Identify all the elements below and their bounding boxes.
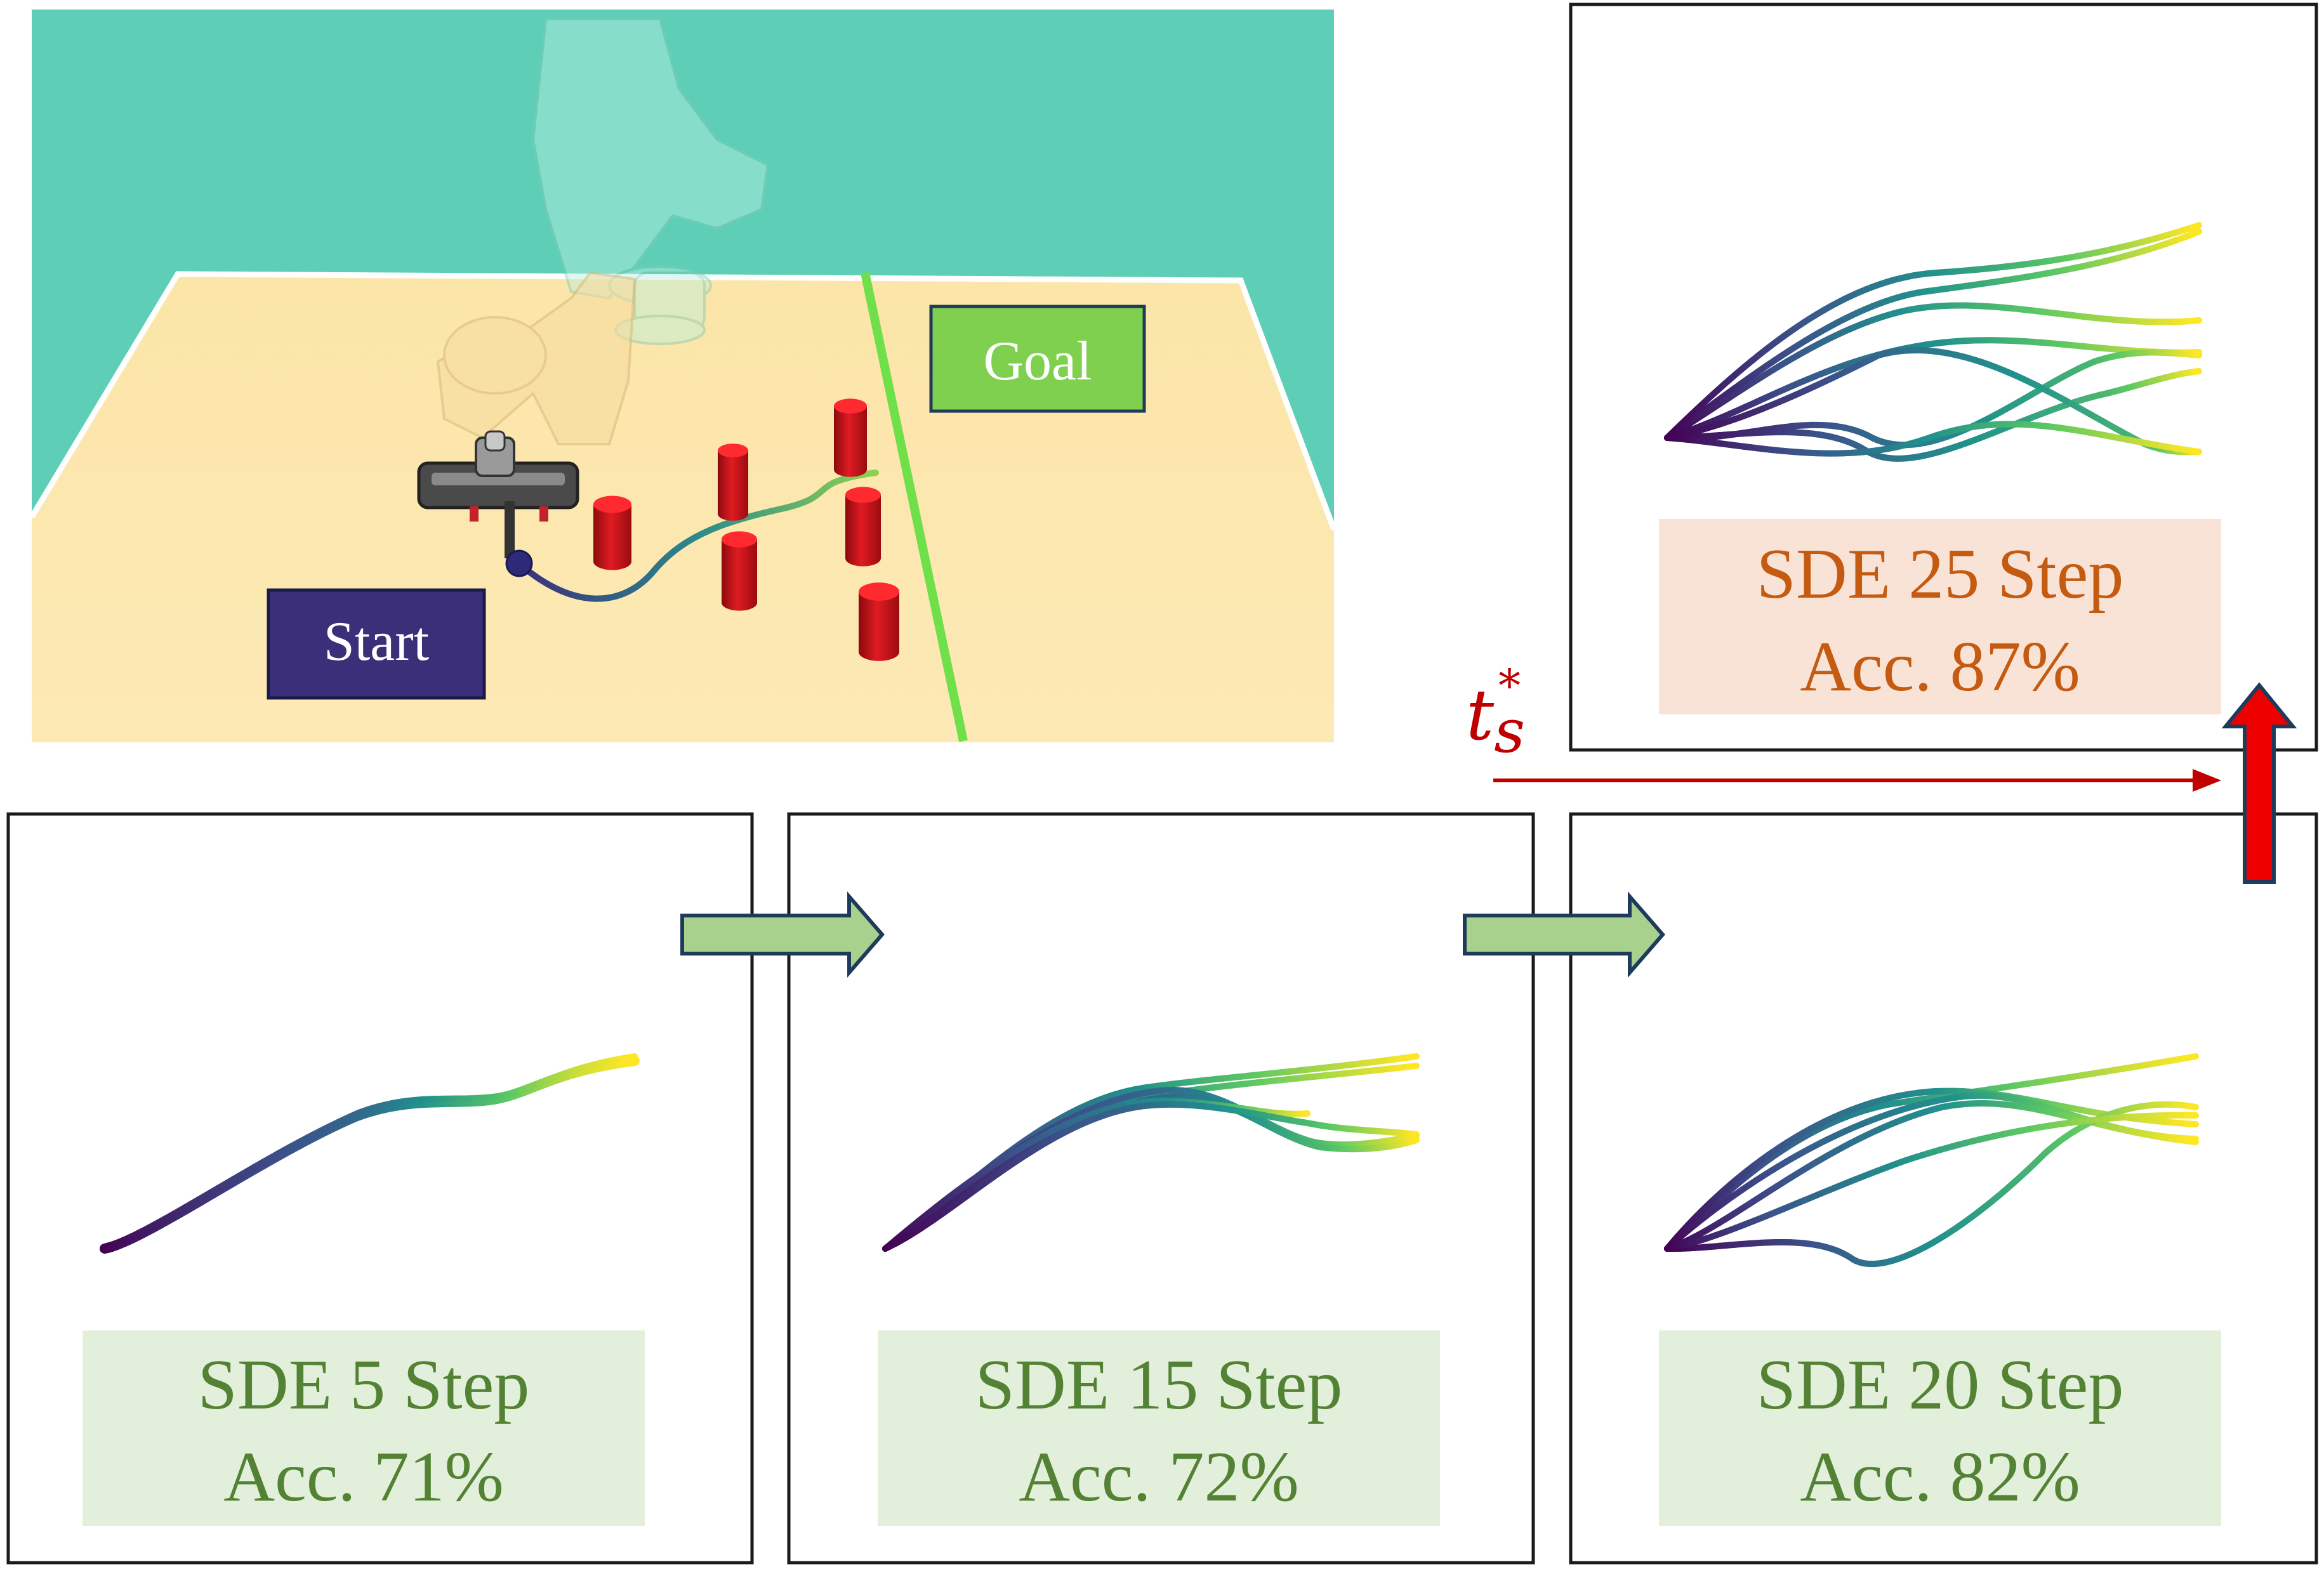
caption-box: [1659, 519, 2221, 714]
ts-symbol: ts*: [1466, 660, 1525, 766]
trajectory-plot-5-step: [100, 1053, 640, 1254]
obstacle-top: [722, 531, 757, 548]
obstacle-cylinder: [722, 539, 757, 611]
trajectory-segment: [2188, 317, 2202, 324]
caption-title: SDE 15 Step: [975, 1346, 1343, 1424]
flow-arrow-5-to-15: [680, 891, 885, 978]
table-edge: [29, 271, 1337, 531]
caption-5-step: SDE 5 Step Acc. 71%: [83, 1330, 645, 1526]
caption-title: SDE 5 Step: [198, 1346, 530, 1424]
caption-20-step: SDE 20 Step Acc. 82%: [1659, 1330, 2221, 1526]
trajectory-segment: [2181, 1053, 2199, 1061]
obstacle-top: [859, 582, 899, 601]
caption-25-step: SDE 25 Step Acc. 87%: [1659, 519, 2221, 714]
robot-arm: [436, 271, 637, 445]
trajectory-plot-25-step: [1664, 222, 2202, 462]
start-box: [267, 588, 486, 700]
obstacle-cylinder: [834, 406, 867, 477]
caption-15-step: SDE 15 Step Acc. 72%: [878, 1330, 1440, 1526]
trajectory-segment: [2189, 222, 2202, 231]
goal-box: [929, 305, 1146, 413]
goal-label: Goal: [983, 331, 1092, 392]
ts-symbol-sub: s: [1494, 697, 1525, 766]
start-marker: [505, 549, 533, 577]
caption-box: [1659, 1330, 2221, 1526]
ts-threshold-arrow-head: [2193, 769, 2221, 792]
caption-title: SDE 25 Step: [1757, 535, 2124, 614]
goal-boundary-line: [861, 272, 968, 742]
caption-accuracy: Acc. 71%: [223, 1438, 504, 1516]
obstacle-cylinder: [845, 495, 881, 567]
gripper: [417, 430, 579, 558]
obstacle-top: [834, 398, 867, 414]
caption-title: SDE 20 Step: [1757, 1346, 2124, 1424]
start-label: Start: [324, 611, 429, 673]
obstacle-cylinder: [593, 504, 631, 570]
caption-box: [878, 1330, 1440, 1526]
executed-path: [516, 470, 879, 602]
obstacle-cylinder: [718, 450, 748, 521]
obstacle-top: [593, 496, 631, 513]
obstacles: [593, 398, 899, 661]
obstacle-top: [718, 443, 748, 457]
caption-box: [83, 1330, 645, 1526]
trajectory-segment: [2188, 447, 2202, 455]
ts-symbol-base: t: [1466, 674, 1495, 756]
ts-symbol-sup: *: [1498, 660, 1521, 712]
trajectory-segment: [2184, 1138, 2199, 1145]
trajectory-segment: [1404, 1053, 1420, 1061]
flow-arrow-15-to-20: [1463, 891, 1665, 978]
trajectory-plot-15-step: [882, 1053, 1420, 1252]
trajectory-segment: [625, 1053, 638, 1061]
trajectory-segment: [2189, 228, 2202, 238]
obstacle-top: [845, 487, 881, 503]
trajectory-segment: [1404, 1063, 1420, 1070]
caption-accuracy: Acc. 82%: [1800, 1438, 2080, 1516]
caption-accuracy: Acc. 87%: [1800, 627, 2080, 706]
robot-scene: Start Goal: [29, 10, 1337, 742]
trajectory-segment: [2188, 1103, 2199, 1110]
obstacle-cylinder: [859, 591, 899, 661]
caption-accuracy: Acc. 72%: [1019, 1438, 1299, 1516]
trajectory-plot-20-step: [1664, 1053, 2199, 1268]
trajectory-segment: [1411, 1137, 1420, 1144]
step-up-arrow: [2221, 682, 2297, 884]
